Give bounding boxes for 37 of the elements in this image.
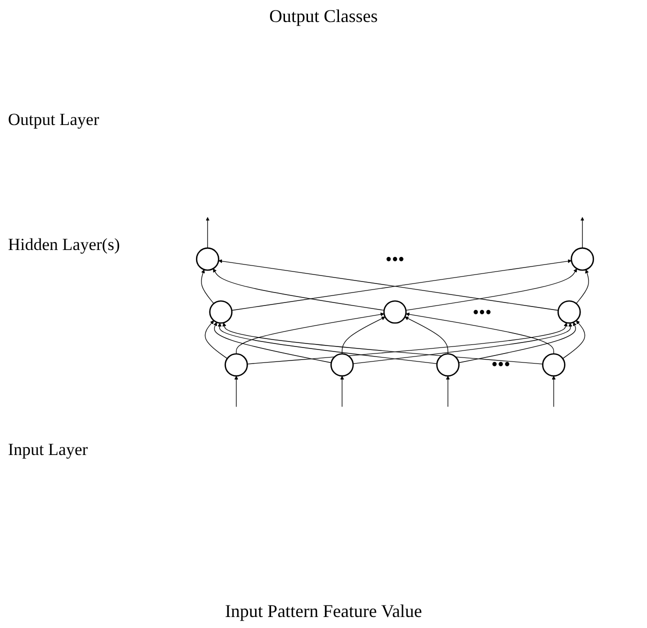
arrow — [342, 316, 386, 354]
arrow — [458, 322, 577, 364]
arrow — [406, 268, 577, 311]
neuron-circle — [557, 300, 581, 324]
heading: Output Classes — [269, 6, 378, 26]
neuron-circle — [542, 353, 566, 377]
neuron-circle — [570, 247, 594, 271]
arrow — [206, 217, 210, 248]
ellipsis: ••• — [472, 302, 492, 322]
arrow — [446, 376, 450, 408]
arrow — [218, 322, 438, 364]
arrow — [213, 268, 384, 311]
arrow — [552, 376, 556, 408]
layer-label: Output Layer — [8, 110, 100, 130]
arrow — [352, 322, 572, 364]
neuron-circle — [209, 300, 233, 324]
arrow — [562, 320, 586, 359]
ellipsis: ••• — [491, 354, 510, 376]
arrow — [204, 320, 228, 359]
ellipsis: ••• — [386, 248, 404, 270]
arrow — [580, 217, 584, 248]
layer-label: Input Layer — [8, 440, 89, 460]
neuron-circle — [224, 353, 248, 377]
neuron-circle — [330, 353, 354, 377]
neuron-circle — [383, 300, 407, 324]
neuron-circle — [196, 247, 220, 271]
arrow — [340, 376, 344, 408]
caption: Input Pattern Feature Value — [224, 601, 422, 621]
arrow — [234, 376, 238, 408]
arrow — [404, 316, 448, 354]
arrow — [213, 322, 332, 364]
arrow — [201, 269, 214, 304]
layer-label: Hidden Layer(s) — [8, 235, 121, 255]
neuron-circle — [436, 353, 460, 377]
arrow — [236, 312, 384, 354]
arrow — [406, 312, 554, 354]
arrow — [576, 269, 589, 304]
